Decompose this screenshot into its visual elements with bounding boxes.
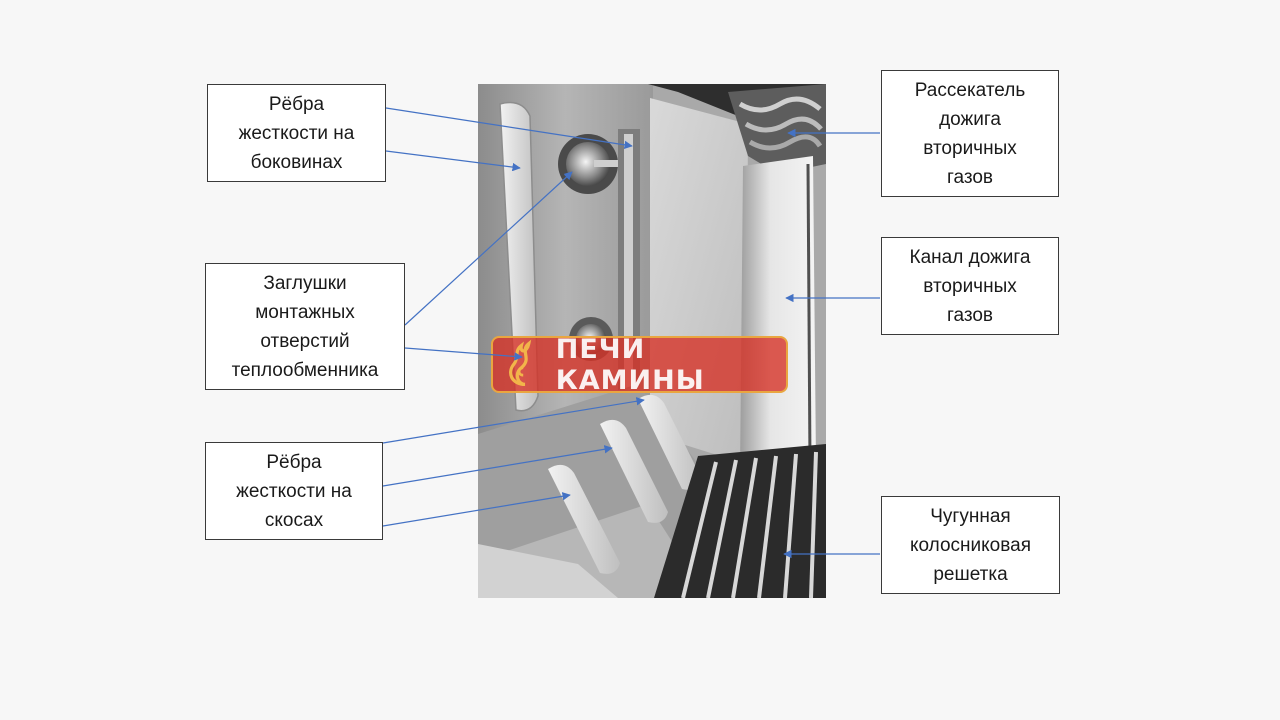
label-line: Чугунная <box>930 505 1011 527</box>
label-cast-iron-grate: Чугунная колосниковая решетка <box>881 496 1060 594</box>
label-line: Канал дожига <box>909 246 1031 268</box>
label-line: вторичных <box>923 275 1017 297</box>
label-mounting-plugs: Заглушки монтажных отверстий теплообменн… <box>205 263 405 390</box>
label-line: вторичных <box>923 137 1017 159</box>
label-line: газов <box>946 166 994 188</box>
label-line: жесткости на <box>236 480 352 502</box>
label-line: газов <box>946 304 994 326</box>
watermark-logo: ПЕЧИ КАМИНЫ <box>491 333 788 396</box>
label-line: Заглушки <box>263 272 347 294</box>
label-line: скосах <box>264 509 324 531</box>
label-line: теплообменника <box>231 359 379 381</box>
label-ribs-slopes: Рёбра жесткости на скосах <box>205 442 383 540</box>
label-line: Рассекатель <box>914 79 1026 101</box>
label-line: колосниковая <box>910 534 1031 556</box>
label-secondary-gas-channel: Канал дожига вторичных газов <box>881 237 1059 335</box>
label-line: Рёбра <box>266 451 322 473</box>
label-line: решетка <box>933 563 1008 585</box>
label-line: монтажных <box>255 301 355 323</box>
label-ribs-sides: Рёбра жесткости на боковинах <box>207 84 386 182</box>
label-line: Рёбра <box>268 93 325 115</box>
watermark-logo-text: ПЕЧИ КАМИНЫ <box>555 333 705 396</box>
flame-icon <box>509 339 532 387</box>
label-line: боковинах <box>250 151 343 173</box>
label-line: дожига <box>939 108 1001 130</box>
label-line: жесткости на <box>238 122 355 144</box>
label-line: отверстий <box>260 330 350 352</box>
label-secondary-gas-divider: Рассекатель дожига вторичных газов <box>881 70 1059 197</box>
